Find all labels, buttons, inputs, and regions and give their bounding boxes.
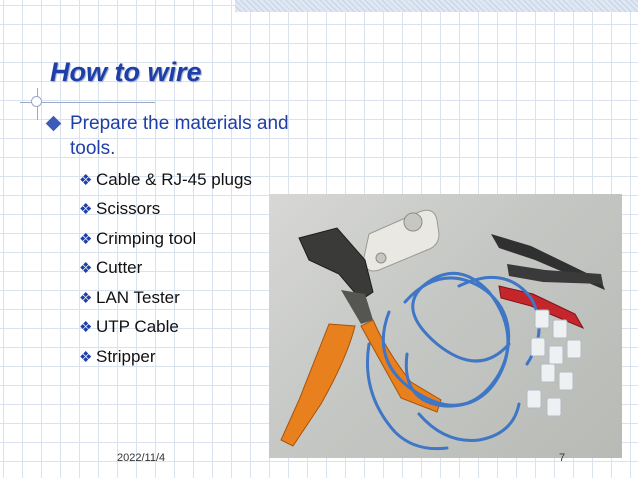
list-item-label: Crimping tool	[96, 228, 197, 248]
materials-list: ❖Cable & RJ-45 plugs ❖Scissors ❖Crimping…	[79, 165, 252, 372]
four-diamond-bullet-icon: ❖	[79, 230, 93, 248]
four-diamond-bullet-icon: ❖	[79, 171, 93, 189]
four-diamond-bullet-icon: ❖	[79, 348, 93, 366]
list-item: ❖Cutter	[79, 254, 252, 284]
diamond-bullet-icon	[45, 115, 62, 132]
four-diamond-bullet-icon: ❖	[79, 319, 93, 337]
slide-title: How to wire	[50, 57, 202, 87]
list-item: ❖Crimping tool	[79, 224, 252, 254]
tools-illustration	[280, 209, 605, 451]
cable-stripper	[362, 209, 440, 272]
four-diamond-bullet-icon: ❖	[79, 260, 93, 278]
decorative-circle-icon	[31, 96, 42, 107]
cutter-pliers	[491, 234, 605, 330]
tools-photo	[269, 194, 622, 458]
header-band	[235, 0, 638, 12]
main-bullet-text: Prepare the materials and tools.	[70, 113, 289, 159]
crimping-tool	[280, 227, 442, 447]
list-item: ❖UTP Cable	[79, 313, 252, 343]
slide-page-number: 7	[559, 452, 566, 464]
decorative-line-horizontal	[20, 102, 155, 103]
four-diamond-bullet-icon: ❖	[79, 289, 93, 307]
list-item-label: Scissors	[96, 199, 161, 219]
list-item-label: UTP Cable	[96, 317, 179, 337]
rj45-plugs	[526, 309, 582, 417]
list-item-label: LAN Tester	[96, 287, 180, 307]
list-item: ❖Scissors	[79, 195, 252, 225]
list-item: ❖Cable & RJ-45 plugs	[79, 165, 252, 195]
list-item-label: Cutter	[96, 258, 143, 278]
list-item: ❖Stripper	[79, 342, 252, 372]
list-item: ❖LAN Tester	[79, 283, 252, 313]
list-item-label: Stripper	[96, 346, 156, 366]
four-diamond-bullet-icon: ❖	[79, 201, 93, 219]
slide-date: 2022/11/4	[117, 452, 166, 464]
list-item-label: Cable & RJ-45 plugs	[96, 169, 252, 189]
